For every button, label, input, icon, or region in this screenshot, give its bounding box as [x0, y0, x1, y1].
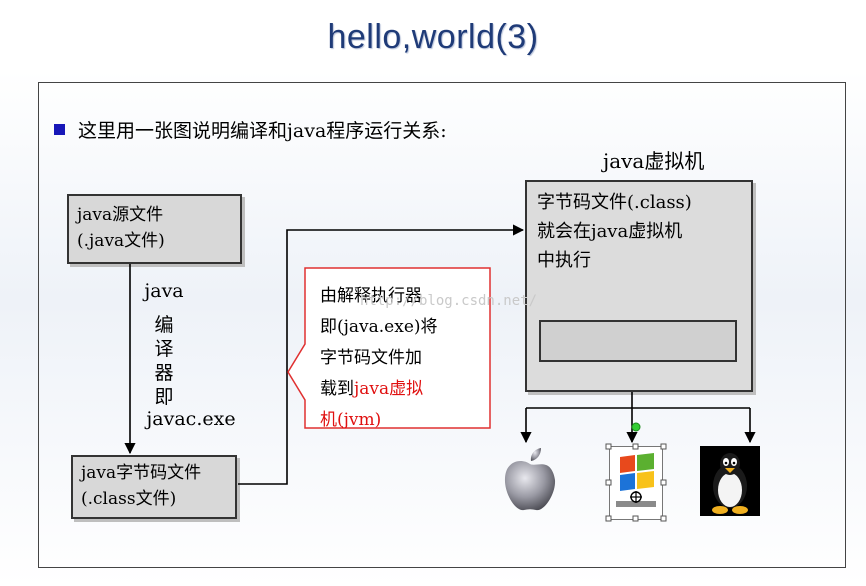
- selection-handles-icon: [605, 422, 667, 522]
- compile-step-java: java: [144, 280, 184, 302]
- callout-line4-black: 载到: [320, 379, 354, 399]
- load-arrow: [238, 224, 525, 485]
- jvm-inner-box: [539, 320, 737, 362]
- jvm-box-text: 字节码文件(.class) 就会在java虚拟机 中执行: [537, 188, 692, 275]
- callout-line2: 即(java.exe)将: [320, 317, 438, 337]
- compile-step-javac: javac.exe: [146, 408, 236, 430]
- source-file-line2: (.java文件): [77, 231, 165, 251]
- source-file-line1: java源文件: [77, 205, 164, 225]
- class-file-line1: java字节码文件: [81, 463, 202, 483]
- jvm-box-line1: 字节码文件(.class): [537, 192, 692, 213]
- bullet-text: 这里用一张图说明编译和java程序运行关系:: [78, 120, 447, 142]
- class-file-line2: (.class文件): [81, 489, 177, 509]
- callout-line4: 载到java虚拟: [320, 374, 438, 405]
- callout-line4-red: java虚拟: [354, 379, 424, 399]
- callout-text: 由解释执行器 即(java.exe)将 字节码文件加 载到java虚拟 机(jv…: [320, 281, 438, 436]
- callout-line5: 机(jvm): [320, 410, 382, 430]
- class-file-box: [71, 455, 237, 519]
- compile-step-ji: 即: [154, 386, 174, 408]
- class-file-text: java字节码文件 (.class文件): [81, 460, 201, 512]
- jvm-box-line2: 就会在java虚拟机: [537, 221, 683, 242]
- linux-tux-icon: [700, 446, 760, 516]
- source-file-text: java源文件 (.java文件): [77, 202, 165, 254]
- source-file-box: [67, 194, 242, 264]
- compile-step-yi: 译: [154, 338, 174, 360]
- compile-step-bian: 编: [154, 314, 174, 336]
- watermark: http://blog.csdn.net/: [360, 293, 538, 309]
- diagram-frame: [38, 82, 846, 568]
- slide-title: hello,world(3): [327, 18, 539, 56]
- jvm-label: java虚拟机: [603, 149, 705, 173]
- callout-shape: [287, 267, 491, 429]
- bullet-square-icon: [54, 124, 65, 135]
- apple-logo-icon: [504, 448, 556, 511]
- callout-line1: 由解释执行器: [320, 286, 422, 306]
- compile-step-qi: 器: [154, 362, 174, 384]
- callout-line3: 字节码文件加: [320, 348, 422, 368]
- jvm-box-line3: 中执行: [537, 250, 591, 271]
